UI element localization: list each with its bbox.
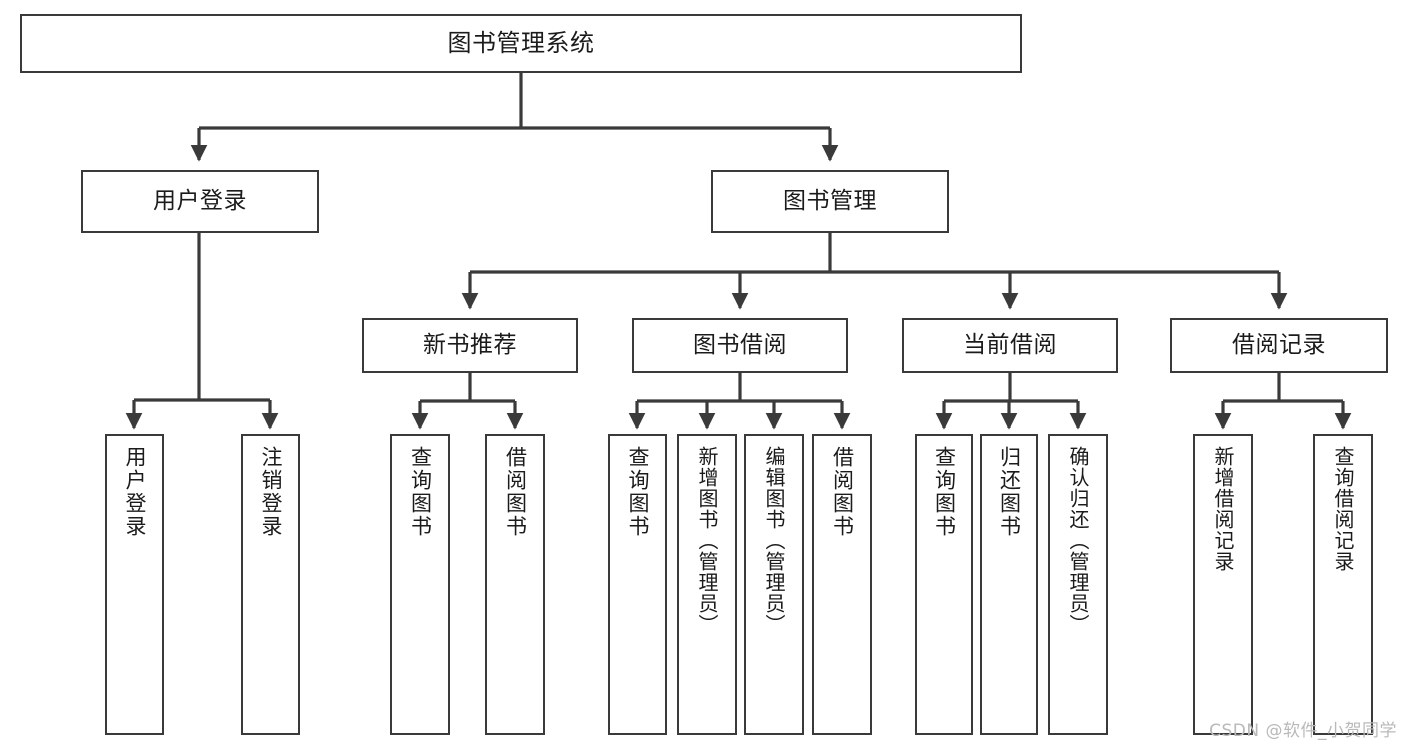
node-book-management[interactable]: 图书管理	[711, 170, 949, 233]
node-root-system[interactable]: 图书管理系统	[20, 14, 1022, 73]
node-label: 图书管理	[783, 187, 877, 214]
node-label: 借阅图书	[830, 446, 855, 538]
node-label: 查询图书	[408, 446, 433, 538]
node-borrow-record[interactable]: 借阅记录	[1170, 318, 1388, 373]
leaf-query-book-3[interactable]: 查询图书	[915, 434, 973, 735]
leaf-confirm-return[interactable]: 确认归还（管理员）	[1048, 434, 1108, 735]
leaf-user-login[interactable]: 用户登录	[105, 434, 164, 735]
node-label: 图书管理系统	[447, 29, 595, 58]
leaf-query-book-1[interactable]: 查询图书	[390, 434, 450, 735]
node-label: 查询借阅记录	[1331, 446, 1355, 572]
node-label: 用户登录	[123, 446, 147, 538]
node-label: 用户登录	[153, 187, 247, 214]
leaf-add-book[interactable]: 新增图书（管理员）	[677, 434, 737, 735]
node-label: 图书借阅	[693, 331, 787, 358]
leaf-logout-login[interactable]: 注销登录	[241, 434, 300, 735]
node-label: 编辑图书（管理员）	[762, 446, 786, 635]
node-current-borrow[interactable]: 当前借阅	[902, 318, 1118, 373]
csdn-watermark: CSDN @软件_小贺同学	[1209, 721, 1397, 741]
leaf-edit-book[interactable]: 编辑图书（管理员）	[744, 434, 804, 735]
leaf-borrow-book-2[interactable]: 借阅图书	[812, 434, 872, 735]
node-label: 借阅图书	[503, 446, 528, 538]
node-label: 新增图书（管理员）	[695, 446, 719, 635]
node-label: 确认归还（管理员）	[1066, 446, 1090, 635]
node-label: 查询图书	[626, 446, 650, 538]
node-label: 注销登录	[259, 446, 283, 538]
node-label: 查询图书	[932, 446, 957, 538]
leaf-add-borrow-record[interactable]: 新增借阅记录	[1193, 434, 1253, 735]
node-label: 新增借阅记录	[1211, 446, 1235, 572]
leaf-query-book-2[interactable]: 查询图书	[608, 434, 667, 735]
node-user-login[interactable]: 用户登录	[81, 170, 319, 233]
node-new-book-recommend[interactable]: 新书推荐	[362, 318, 578, 373]
node-label: 新书推荐	[423, 331, 517, 358]
leaf-return-book[interactable]: 归还图书	[980, 434, 1038, 735]
node-book-borrow[interactable]: 图书借阅	[632, 318, 848, 373]
node-label: 当前借阅	[963, 331, 1057, 358]
leaf-borrow-book-1[interactable]: 借阅图书	[485, 434, 545, 735]
leaf-query-borrow-record[interactable]: 查询借阅记录	[1313, 434, 1373, 735]
node-label: 借阅记录	[1232, 331, 1326, 358]
node-label: 归还图书	[997, 446, 1022, 538]
